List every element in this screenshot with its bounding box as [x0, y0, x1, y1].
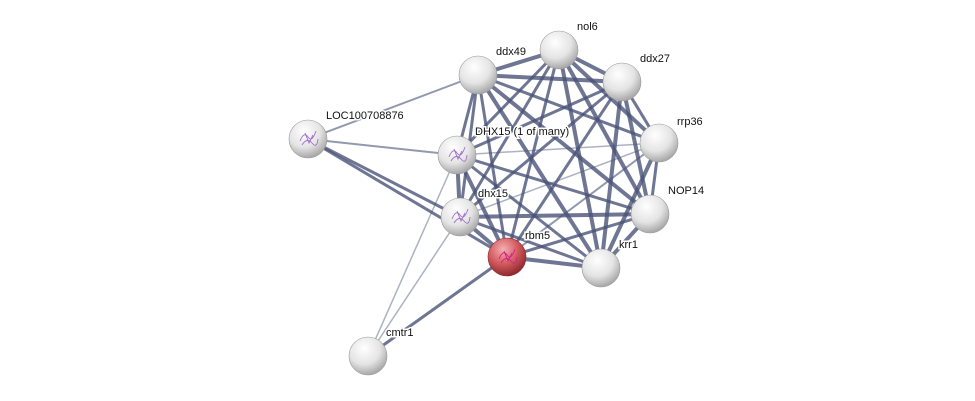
protein-structure-icon: [498, 248, 518, 264]
edge-DHX15-NOP14[interactable]: [456, 153, 651, 216]
edge-nol6-rrp36[interactable]: [557, 48, 661, 145]
node-label: cmtr1: [386, 327, 414, 339]
node-LOC100708876[interactable]: LOC100708876: [288, 109, 405, 159]
edge-LOC100708876-DHX15[interactable]: [307, 138, 458, 156]
node-rbm5[interactable]: rbm5: [487, 229, 552, 277]
node-sphere[interactable]: [348, 336, 388, 376]
edge-LOC100708876-dhx15[interactable]: [307, 137, 461, 219]
node-sphere[interactable]: [458, 55, 498, 95]
node-cmtr1[interactable]: cmtr1: [348, 326, 415, 376]
node-sphere[interactable]: [539, 30, 579, 70]
edge-NOP14-rbm5[interactable]: [506, 212, 651, 259]
node-sphere[interactable]: [639, 123, 679, 163]
node-krr1[interactable]: krr1: [581, 238, 639, 288]
edge-ddx27-dhx15[interactable]: [459, 80, 623, 219]
edge-ddx27-rbm5[interactable]: [505, 81, 624, 258]
edge-DHX15-krr1[interactable]: [456, 153, 602, 270]
node-label: rrp36: [677, 116, 703, 128]
edge-ddx27-DHX15[interactable]: [456, 80, 623, 157]
node-ddx27[interactable]: ddx27: [602, 52, 671, 102]
node-sphere[interactable]: [602, 62, 642, 102]
edge-LOC100708876-ddx49[interactable]: [307, 74, 479, 140]
node-label: ddx49: [496, 46, 526, 58]
edge-ddx27-NOP14[interactable]: [620, 81, 652, 215]
node-dhx15[interactable]: dhx15: [440, 187, 509, 237]
node-sphere[interactable]: [437, 135, 477, 175]
node-label: nol6: [577, 21, 598, 33]
protein-structure-icon: [448, 146, 468, 162]
node-label: rbm5: [525, 230, 550, 242]
edge-rrp36-krr1[interactable]: [599, 142, 661, 269]
node-sphere[interactable]: [630, 194, 670, 234]
edge-nol6-rbm5[interactable]: [505, 49, 561, 258]
edge-rrp36-dhx15[interactable]: [459, 142, 660, 218]
node-label: NOP14: [668, 185, 704, 197]
edge-ddx49-NOP14[interactable]: [476, 73, 652, 216]
node-DHX15[interactable]: DHX15 (1 of many): [437, 125, 571, 175]
edge-ddx49-ddx27[interactable]: [477, 73, 623, 84]
node-sphere[interactable]: [440, 197, 480, 237]
edge-cmtr1-dhx15[interactable]: [367, 216, 461, 357]
node-sphere[interactable]: [288, 119, 328, 159]
node-label: krr1: [619, 239, 638, 251]
edge-cmtr1-DHX15[interactable]: [367, 154, 458, 357]
edge-nol6-NOP14[interactable]: [557, 49, 652, 215]
edge-cmtr1-rbm5[interactable]: [367, 255, 508, 358]
node-label: DHX15 (1 of many): [475, 126, 569, 138]
node-nol6[interactable]: nol6: [539, 20, 599, 70]
edge-ddx27-krr1[interactable]: [599, 81, 624, 269]
node-label: LOC100708876: [326, 110, 404, 122]
node-sphere[interactable]: [487, 237, 527, 277]
edge-dhx15-NOP14[interactable]: [459, 212, 651, 219]
protein-structure-icon: [299, 130, 319, 146]
edge-rrp36-rbm5[interactable]: [506, 142, 660, 258]
edge-DHX15-rrp36[interactable]: [456, 142, 660, 156]
node-NOP14[interactable]: NOP14: [630, 184, 706, 234]
node-rrp36[interactable]: rrp36: [639, 115, 704, 163]
edge-LOC100708876-rbm5[interactable]: [307, 137, 508, 259]
node-label: dhx15: [478, 188, 508, 200]
edge-dhx15-krr1[interactable]: [459, 215, 602, 270]
protein-structure-icon: [451, 208, 471, 224]
edge-nol6-DHX15[interactable]: [455, 48, 561, 157]
node-ddx49[interactable]: ddx49: [458, 45, 527, 95]
edge-ddx49-rrp36[interactable]: [477, 73, 660, 145]
node-label: ddx27: [640, 53, 670, 65]
node-sphere[interactable]: [581, 248, 621, 288]
